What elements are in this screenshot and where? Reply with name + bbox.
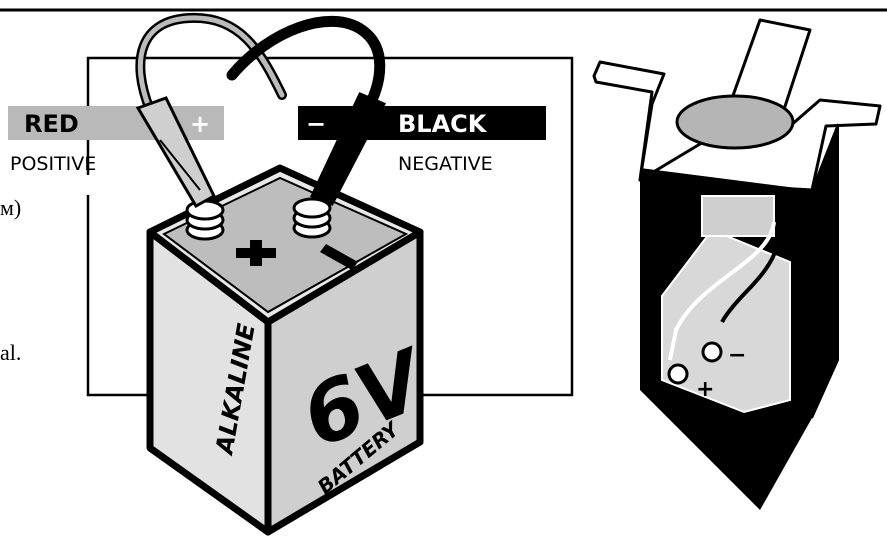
battery-holder: + − <box>594 20 880 510</box>
red-lead-wire <box>140 18 282 110</box>
positive-label: POSITIVE <box>10 153 96 175</box>
battery-6v: ALKALINE 6V BATTERY <box>150 168 442 532</box>
black-label: BLACK <box>398 110 488 138</box>
positive-terminal-spring <box>187 201 223 239</box>
negative-terminal-spring <box>294 199 330 237</box>
truncated-text-line2: al. <box>0 340 21 365</box>
holder-minus-mark: − <box>728 343 746 368</box>
truncated-text-line1: м) <box>0 195 21 220</box>
black-lead-wire <box>232 21 380 100</box>
holder-cap <box>677 96 793 148</box>
positive-sign: + <box>190 110 210 138</box>
holder-negative-terminal <box>703 343 721 361</box>
negative-sign: − <box>306 110 326 138</box>
holder-positive-terminal <box>669 365 687 383</box>
red-label: RED <box>24 110 79 138</box>
negative-label: NEGATIVE <box>398 153 493 175</box>
holder-plus-mark: + <box>696 377 714 402</box>
